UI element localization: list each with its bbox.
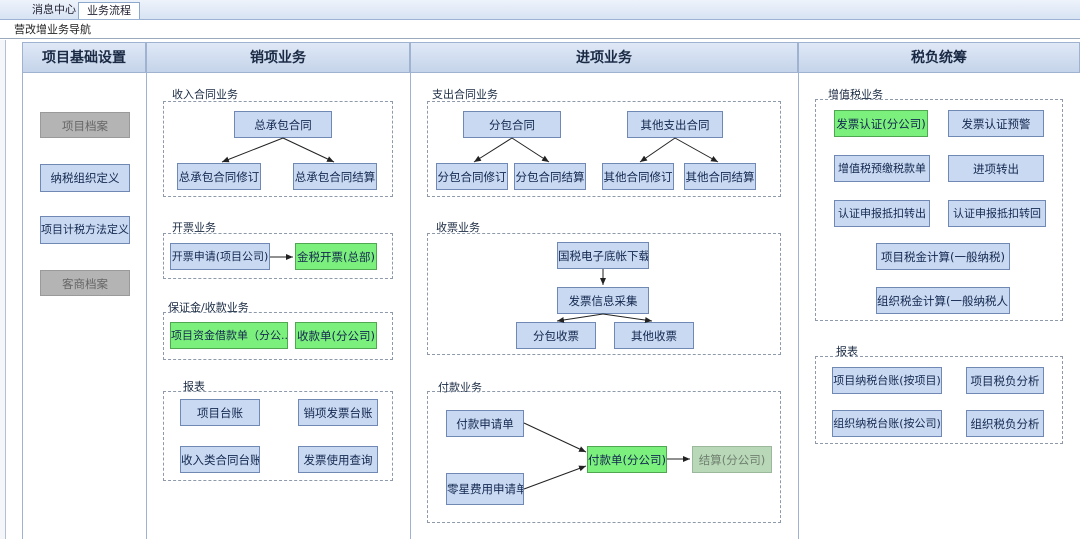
- other-contract-settle-button[interactable]: 其他合同结算: [684, 163, 756, 190]
- column-header-tax: 税负统筹: [798, 42, 1080, 73]
- income-contract-ledger-button[interactable]: 收入类合同台账: [180, 446, 260, 473]
- column-divider: [146, 73, 147, 539]
- expense-contract-section-title: 支出合同业务: [432, 88, 498, 101]
- main-contract-button[interactable]: 总承包合同: [234, 111, 332, 138]
- project-archive-button[interactable]: 项目档案: [40, 112, 130, 138]
- payment-section-title: 付款业务: [438, 381, 482, 394]
- payment-order-button[interactable]: 付款单(分公司): [587, 446, 667, 473]
- tab-bar: 消息中心 业务流程: [0, 0, 1080, 20]
- tax-method-button[interactable]: 项目计税方法定义: [40, 216, 130, 244]
- golden-tax-invoice-button[interactable]: 金税开票(总部): [295, 243, 377, 270]
- project-loan-button[interactable]: 项目资金借款单（分公...: [170, 322, 288, 349]
- column-divider: [22, 73, 23, 539]
- expense-contract-group: [427, 101, 781, 197]
- receiving-section-title: 收票业务: [436, 221, 480, 234]
- taxpayer-org-button[interactable]: 纳税组织定义: [40, 164, 130, 192]
- project-tax-calc-button[interactable]: 项目税金计算(一般纳税): [876, 243, 1010, 270]
- org-tax-calc-button[interactable]: 组织税金计算(一般纳税人): [876, 287, 1010, 314]
- customer-archive-button[interactable]: 客商档案: [40, 270, 130, 296]
- org-tax-analysis-button[interactable]: 组织税负分析: [966, 410, 1044, 437]
- invoice-collect-button[interactable]: 发票信息采集: [557, 287, 649, 314]
- subcontract-settle-button[interactable]: 分包合同结算: [514, 163, 586, 190]
- tax-reports-group: [815, 356, 1063, 444]
- vat-prepay-button[interactable]: 增值税预缴税款单: [834, 155, 930, 182]
- main-contract-settle-button[interactable]: 总承包合同结算: [293, 163, 377, 190]
- input-transfer-out-button[interactable]: 进项转出: [948, 155, 1044, 182]
- invoice-query-button[interactable]: 发票使用查询: [298, 446, 378, 473]
- deposit-group: [163, 312, 393, 360]
- payment-request-button[interactable]: 付款申请单: [446, 410, 524, 437]
- column-header-basic: 项目基础设置: [22, 42, 146, 73]
- income-contract-section-title: 收入合同业务: [172, 88, 238, 101]
- column-header-sales: 销项业务: [146, 42, 410, 73]
- main-contract-revise-button[interactable]: 总承包合同修订: [177, 163, 261, 190]
- income-contract-group: [163, 101, 393, 197]
- project-ledger-button[interactable]: 项目台账: [180, 399, 260, 426]
- vat-group: [815, 99, 1063, 321]
- column-header-purchase: 进项业务: [410, 42, 798, 73]
- sales-reports-group: [163, 391, 393, 481]
- sales-reports-title: 报表: [183, 380, 205, 393]
- settlement-button[interactable]: 结算(分公司): [692, 446, 772, 473]
- invoicing-section-title: 开票业务: [172, 221, 216, 234]
- project-tax-analysis-button[interactable]: 项目税负分析: [966, 367, 1044, 394]
- invoice-apply-button[interactable]: 开票申请(项目公司): [170, 243, 270, 270]
- receipt-button[interactable]: 收款单(分公司): [295, 322, 377, 349]
- other-contract-revise-button[interactable]: 其他合同修订: [602, 163, 674, 190]
- column-divider: [798, 73, 799, 539]
- deposit-section-title: 保证金/收款业务: [168, 301, 249, 314]
- sub-receive-button[interactable]: 分包收票: [516, 322, 596, 349]
- invoicing-group: [163, 233, 393, 279]
- receiving-group: [427, 233, 781, 355]
- column-divider: [410, 73, 411, 539]
- invoice-cert-button[interactable]: 发票认证(分公司): [834, 110, 928, 137]
- subcontract-revise-button[interactable]: 分包合同修订: [436, 163, 508, 190]
- org-tax-ledger-button[interactable]: 组织纳税台账(按公司): [832, 410, 942, 437]
- left-splitter[interactable]: [0, 40, 6, 539]
- project-tax-ledger-button[interactable]: 项目纳税台账(按项目): [832, 367, 942, 394]
- tab-messages[interactable]: 消息中心: [32, 3, 76, 16]
- sales-invoice-ledger-button[interactable]: 销项发票台账: [298, 399, 378, 426]
- invoice-cert-warning-button[interactable]: 发票认证预警: [948, 110, 1044, 137]
- vat-section-title: 增值税业务: [828, 88, 883, 101]
- payment-group: [427, 391, 781, 523]
- tab-business-flow[interactable]: 业务流程: [78, 2, 140, 19]
- deduct-transfer-back-button[interactable]: 认证申报抵扣转回: [948, 200, 1046, 227]
- deduct-transfer-out-button[interactable]: 认证申报抵扣转出: [834, 200, 930, 227]
- misc-expense-request-button[interactable]: 零星费用申请单: [446, 473, 524, 505]
- other-expense-contract-button[interactable]: 其他支出合同: [627, 111, 723, 138]
- ebill-download-button[interactable]: 国税电子底帐下载: [557, 242, 649, 269]
- subcontract-button[interactable]: 分包合同: [463, 111, 561, 138]
- page-subtitle: 营改增业务导航: [0, 21, 1080, 39]
- other-receive-button[interactable]: 其他收票: [614, 322, 694, 349]
- tax-reports-title: 报表: [836, 345, 858, 358]
